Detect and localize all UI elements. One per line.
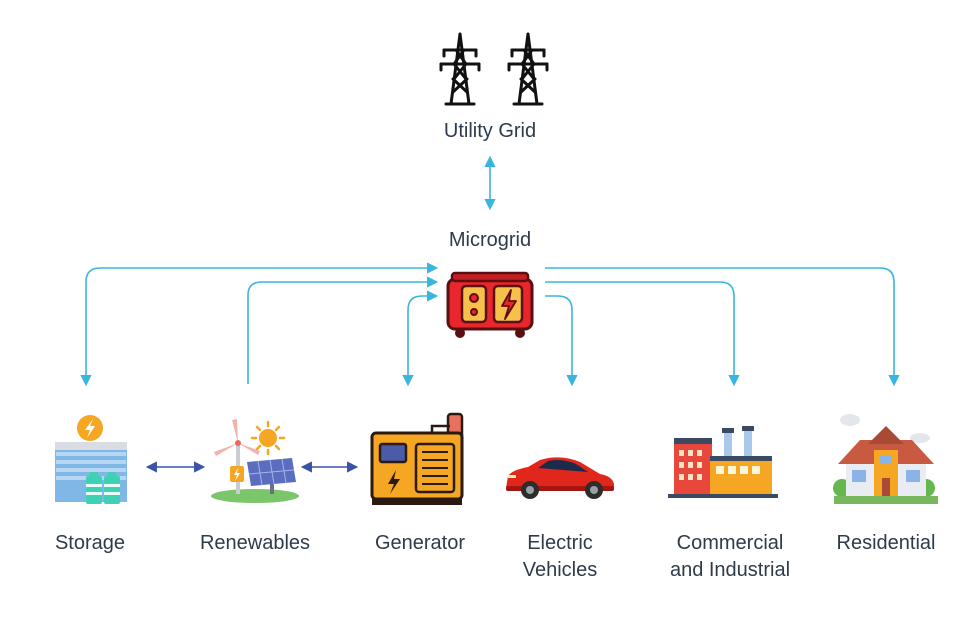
microgrid-label: Microgrid — [448, 229, 532, 251]
battery-storage-icon — [55, 415, 127, 504]
utility-grid-label: Utility Grid — [443, 120, 537, 142]
electric-vehicles-label-line1: Electric — [527, 532, 593, 554]
renewables-flow-arrow — [247, 276, 439, 384]
storage-flow-arrow — [80, 262, 439, 387]
factory-icon — [668, 426, 778, 498]
generator-icon — [370, 412, 464, 505]
commercial-label-line2: and Industrial — [669, 559, 791, 581]
generator-label: Generator — [374, 532, 466, 554]
residential-flow-arrow — [545, 267, 900, 387]
electric-vehicles-label-line2: Vehicles — [522, 559, 598, 581]
commercial-industrial-label: Commercial and Industrial — [640, 530, 820, 584]
wind-solar-icon — [211, 419, 299, 503]
commercial-label-line1: Commercial — [676, 532, 784, 554]
flow-arrows — [80, 262, 900, 387]
transmission-tower-icon — [439, 32, 549, 106]
electric-car-icon — [506, 457, 614, 499]
generator-flow-arrow — [402, 290, 439, 387]
house-icon — [833, 414, 938, 504]
electric-vehicles-label: Electric Vehicles — [500, 530, 620, 584]
microgrid-generator-icon — [446, 271, 534, 338]
renewables-label: Renewables — [199, 532, 311, 554]
ev-flow-arrow — [545, 295, 578, 387]
storage-label: Storage — [54, 532, 126, 554]
residential-label: Residential — [836, 532, 936, 554]
commercial-flow-arrow — [545, 281, 740, 387]
